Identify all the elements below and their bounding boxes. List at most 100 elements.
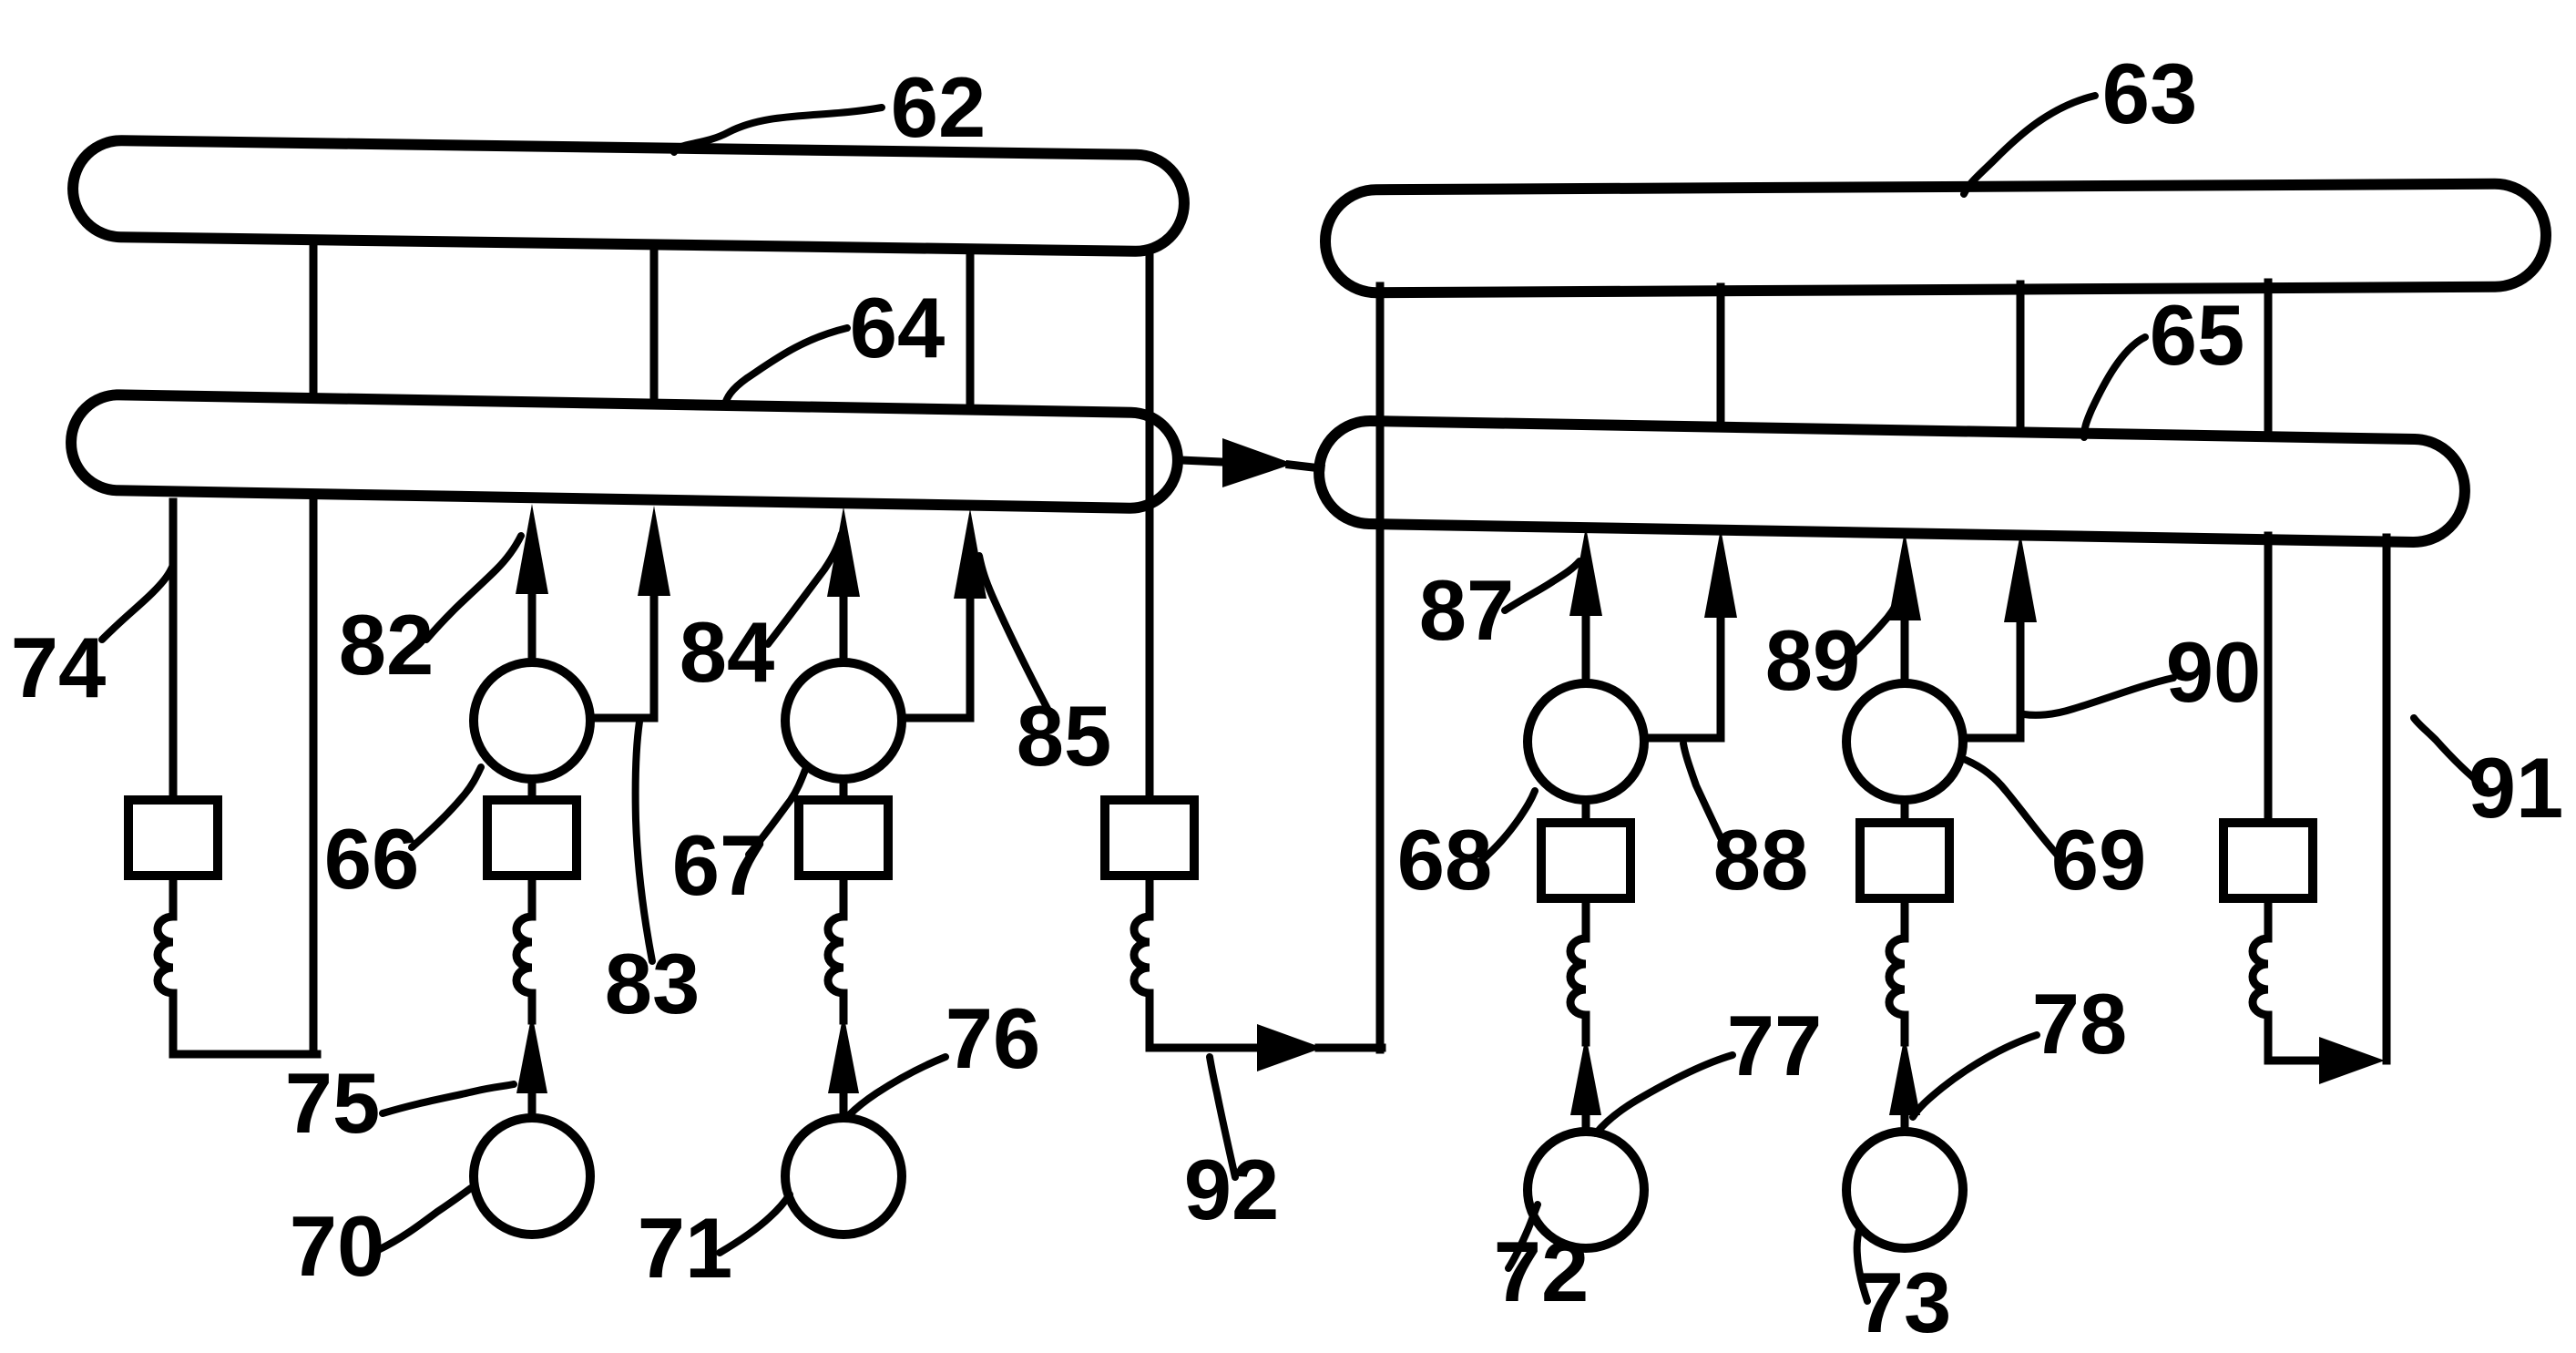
- source-circle-72: [1523, 1127, 1649, 1253]
- leader-71: [716, 1191, 793, 1256]
- tie92-coil-icon: [1130, 912, 1154, 998]
- arrow-85-link: [897, 594, 975, 723]
- feeder-69: [1842, 531, 2037, 1253]
- ref-label-76: 76: [946, 990, 1041, 1086]
- leader-70: [374, 1184, 475, 1254]
- tie6465-stub-b: [1285, 460, 1325, 473]
- branch-74: [124, 497, 322, 1059]
- arrow-77-icon: [1570, 1035, 1601, 1115]
- arrow-84-icon: [827, 507, 860, 597]
- leader-84: [764, 530, 845, 648]
- bus-65: [1314, 415, 2470, 548]
- leader-68: [1477, 787, 1538, 866]
- breaker-circle-67: [781, 658, 906, 784]
- leader-76: [845, 1053, 949, 1119]
- ref-label-84: 84: [680, 604, 775, 700]
- ref-label-82: 82: [339, 597, 434, 692]
- ref-label-85: 85: [1017, 688, 1112, 784]
- feeder67-box: [794, 795, 893, 880]
- arrow-83-icon: [638, 506, 670, 596]
- tie92-run: [1145, 989, 1263, 1052]
- leader-92: [1206, 1053, 1239, 1181]
- leader-62: [670, 104, 885, 156]
- leader-88: [1680, 740, 1734, 862]
- arrow-83-link: [586, 591, 659, 723]
- arrow-78-icon: [1889, 1035, 1920, 1115]
- ref-label-77: 77: [1727, 998, 1823, 1093]
- ref-label-78: 78: [2032, 976, 2128, 1071]
- bus-64: [66, 389, 1183, 514]
- ref-label-66: 66: [324, 811, 420, 907]
- arrow-90-link: [1958, 618, 2025, 743]
- ref-label-92: 92: [1184, 1142, 1280, 1237]
- leader-75: [379, 1081, 517, 1117]
- leader-89: [1845, 587, 1906, 661]
- leader-91: [2410, 714, 2489, 791]
- tie92-arrow-icon: [1257, 1024, 1323, 1071]
- tie6465-arrow-icon: [1222, 438, 1293, 487]
- ref-label-75: 75: [285, 1055, 381, 1151]
- leader-77: [1592, 1051, 1736, 1137]
- leader-90: [2020, 674, 2177, 719]
- arrow-75-icon: [516, 1013, 547, 1093]
- ref-label-88: 88: [1713, 812, 1809, 907]
- bus64-bus65-tie: [1176, 438, 1325, 487]
- leader-67: [745, 766, 809, 858]
- tie92-box: [1100, 795, 1199, 880]
- ref-label-87: 87: [1419, 562, 1515, 658]
- leader-85: [976, 552, 1051, 712]
- leader-72: [1505, 1201, 1541, 1272]
- branch91-box: [2219, 818, 2317, 903]
- feeder68-box: [1537, 818, 1635, 903]
- arrow-88-icon: [1704, 528, 1737, 618]
- feeder66-coil-icon: [512, 912, 537, 998]
- tie-92: [1100, 247, 1386, 1071]
- bus-62: [67, 135, 1190, 257]
- arrow-87-icon: [1569, 527, 1602, 616]
- arrow-85-icon: [954, 508, 986, 599]
- ref-label-71: 71: [638, 1200, 733, 1296]
- branch74-box: [124, 795, 222, 880]
- leader-73: [1853, 1223, 1871, 1305]
- ref-label-89: 89: [1765, 612, 1861, 708]
- leader-69: [1962, 756, 2064, 862]
- tie6465-stub-a: [1176, 456, 1227, 466]
- arrow-90-icon: [2004, 533, 2037, 622]
- leader-78: [1909, 1031, 2040, 1121]
- ref-label-72: 72: [1494, 1224, 1590, 1319]
- breaker-circle-68: [1523, 679, 1649, 805]
- leader-83: [631, 718, 656, 965]
- ref-label-68: 68: [1397, 812, 1493, 907]
- feeder69-box: [1855, 818, 1954, 903]
- leader-87: [1501, 558, 1583, 614]
- ref-label-63: 63: [2102, 46, 2198, 141]
- arrow-82-icon: [516, 504, 548, 594]
- branch91-return: [2264, 1010, 2327, 1065]
- ref-label-64: 64: [850, 280, 946, 375]
- leader-66: [408, 764, 485, 851]
- feeder68-coil-icon: [1566, 934, 1590, 1020]
- ref-label-67: 67: [672, 817, 768, 913]
- ref-label-65: 65: [2150, 287, 2245, 383]
- source-circle-73: [1842, 1127, 1968, 1253]
- arrow-88-link: [1640, 613, 1725, 743]
- source-circle-70: [469, 1113, 595, 1239]
- ref-label-73: 73: [1856, 1255, 1952, 1350]
- feeder-67: [781, 507, 986, 1239]
- breaker-circle-66: [469, 658, 595, 784]
- branch91-coil-icon: [2248, 934, 2273, 1020]
- leader-65: [2080, 333, 2149, 441]
- feeder67-coil-icon: [823, 912, 848, 998]
- feeder-68: [1523, 527, 1737, 1253]
- bus-63: [1320, 178, 2551, 299]
- leader-82: [423, 532, 525, 643]
- arrow-76-icon: [828, 1013, 859, 1093]
- feeder69-coil-icon: [1885, 934, 1909, 1020]
- ref-label-69: 69: [2051, 812, 2147, 907]
- ref-label-62: 62: [891, 59, 986, 155]
- feeder-66: [469, 504, 670, 1239]
- feeder66-box: [483, 795, 581, 880]
- leader-63: [1960, 92, 2099, 198]
